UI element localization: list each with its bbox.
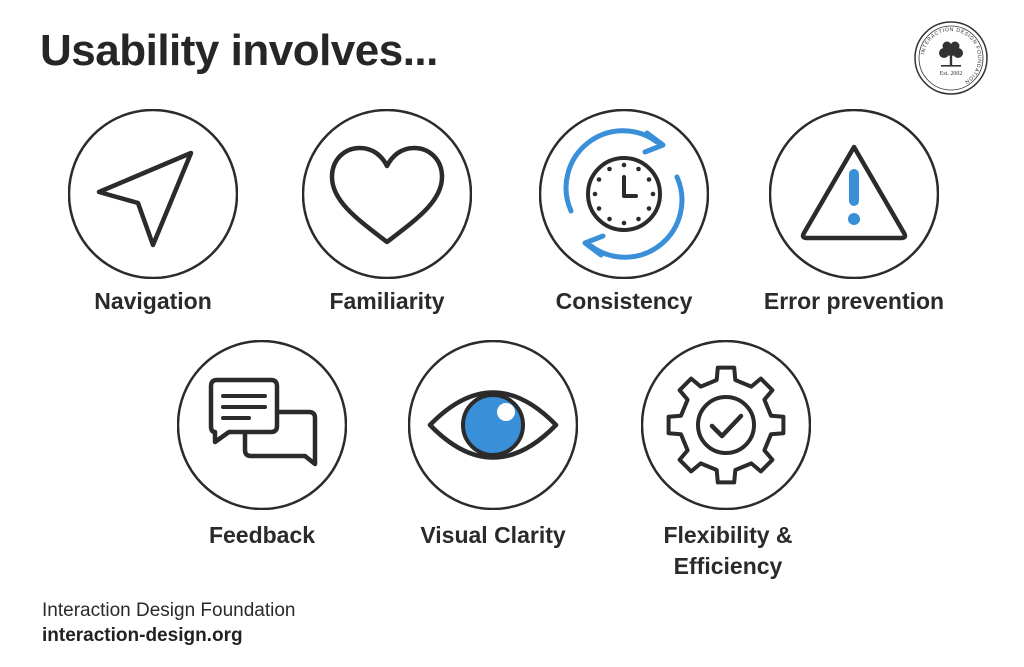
label-visual-clarity: Visual Clarity (420, 522, 566, 548)
error-prevention-icon-circle (769, 109, 939, 279)
feedback-icon-circle (177, 340, 347, 510)
clock-refresh-icon (563, 128, 685, 260)
visual-clarity-icon-circle (408, 340, 578, 510)
eye-icon (427, 390, 559, 460)
navigation-icon-circle (68, 109, 238, 279)
footer-org: Interaction Design Foundation (42, 600, 296, 621)
label-flexibility-line1: Flexibility & (663, 522, 793, 548)
idf-logo: INTERACTION DESIGN FOUNDATION Est. 2002 (914, 21, 988, 95)
heart-icon (329, 145, 445, 245)
footer-url[interactable]: interaction-design.org (42, 625, 243, 646)
label-flexibility-efficiency: Flexibility & Efficiency (608, 520, 848, 582)
gear-check-icon (666, 365, 786, 485)
logo-est: Est. 2002 (940, 71, 963, 77)
page-title: Usability involves... (40, 26, 438, 75)
label-flexibility-line2: Efficiency (673, 553, 783, 579)
label-familiarity: Familiarity (329, 288, 445, 314)
label-error-prevention: Error prevention (763, 288, 945, 314)
flexibility-icon-circle (641, 340, 811, 510)
label-consistency: Consistency (555, 288, 693, 314)
chat-bubbles-icon (208, 377, 318, 467)
warning-triangle-icon (800, 144, 908, 241)
consistency-icon-circle (539, 109, 709, 279)
navigation-arrow-icon (96, 150, 194, 248)
familiarity-icon-circle (302, 109, 472, 279)
footer: Interaction Design Foundation interactio… (42, 598, 296, 648)
label-feedback: Feedback (208, 522, 316, 548)
tree-icon (939, 41, 963, 67)
label-navigation: Navigation (94, 288, 212, 314)
